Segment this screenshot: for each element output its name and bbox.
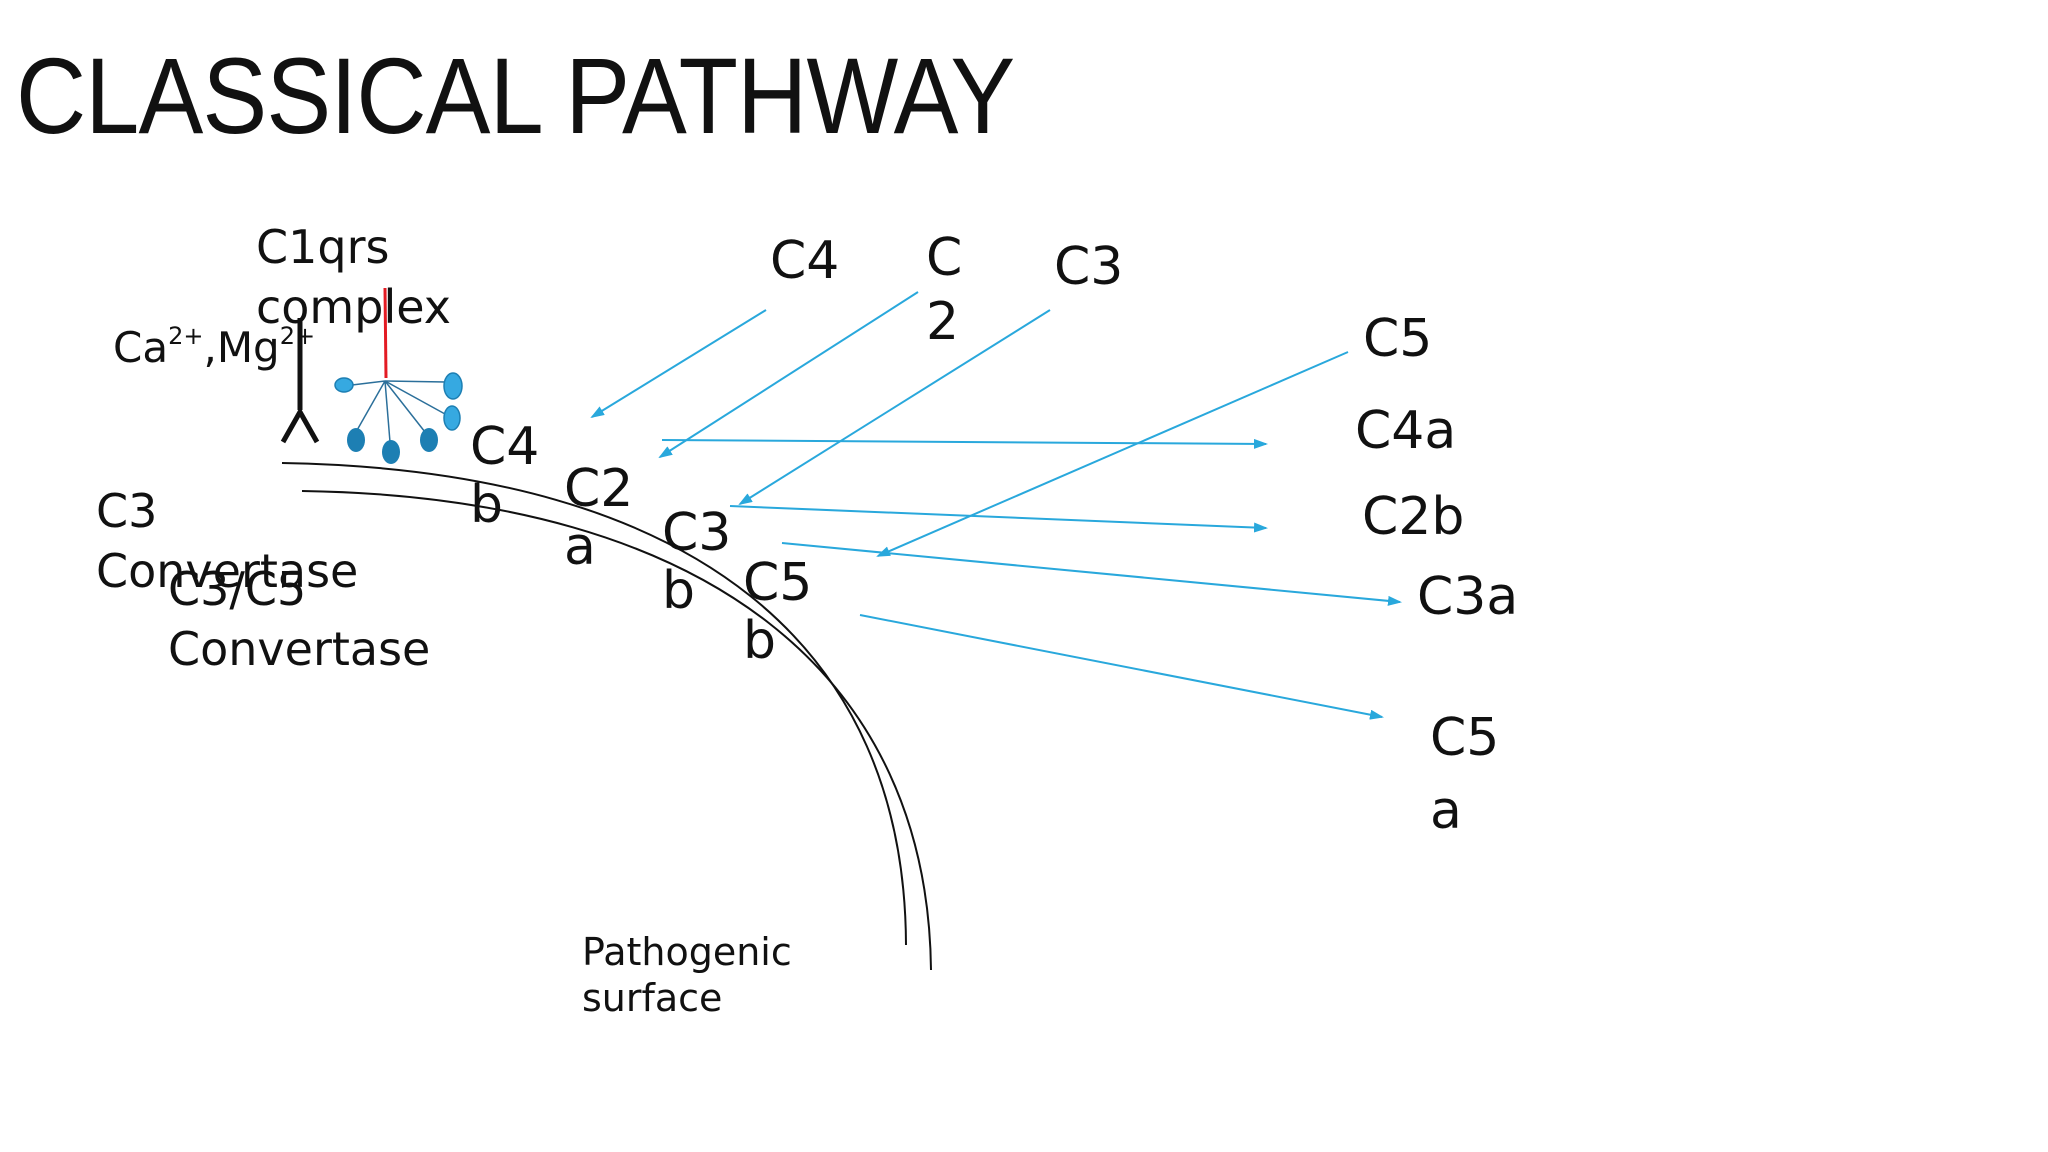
c1-globular-heads (334, 372, 463, 464)
released-c2b-label: C2b (1362, 487, 1465, 547)
membrane-outer-line (281, 462, 907, 946)
incoming-arrows (590, 291, 1349, 557)
arrow-c3-in (738, 309, 1051, 506)
arrow-c2-in (658, 291, 919, 459)
bound-c5b-label: C5 b (743, 553, 813, 672)
arrow-c5-in (876, 351, 1349, 557)
pathogenic-surface-label: Pathogenic surface (582, 930, 792, 1020)
input-c4-label: C4 (770, 231, 840, 291)
input-c5-label: C5 (1363, 309, 1433, 369)
arrow-c3a-out (781, 542, 1402, 606)
bound-c2a-label: C2 a (564, 459, 634, 578)
c5-convertase-label: C3/C5 Convertase (168, 562, 431, 676)
c3-convertase-label: C3 Convertase (96, 484, 359, 598)
arrow-c2b-out (729, 505, 1268, 533)
arrow-c4-in (590, 309, 767, 419)
c1q-stalk (383, 287, 388, 379)
c1qrs-complex-label: C1qrs complex (256, 220, 451, 334)
antibody-arms (280, 406, 320, 444)
input-c3-label: C3 (1054, 237, 1124, 297)
arrow-c5a-out (859, 614, 1384, 720)
released-c4a-label: C4a (1355, 401, 1457, 461)
input-c2-label: C 2 (926, 228, 963, 353)
bound-c4b-label: C4 b (470, 417, 540, 536)
bound-c3b-label: C3 b (662, 503, 732, 622)
membrane-inner-line (301, 490, 932, 971)
released-c3a-label: C3a (1417, 567, 1519, 627)
arrow-c4a-out (661, 438, 1268, 449)
c1q-arms (351, 380, 447, 443)
release-arrows (661, 438, 1402, 720)
released-c5a-label: C5 a (1430, 708, 1500, 841)
ions-label: Ca2+,Mg2+ (113, 322, 316, 372)
slide-title: CLASSICAL PATHWAY (16, 35, 1015, 156)
